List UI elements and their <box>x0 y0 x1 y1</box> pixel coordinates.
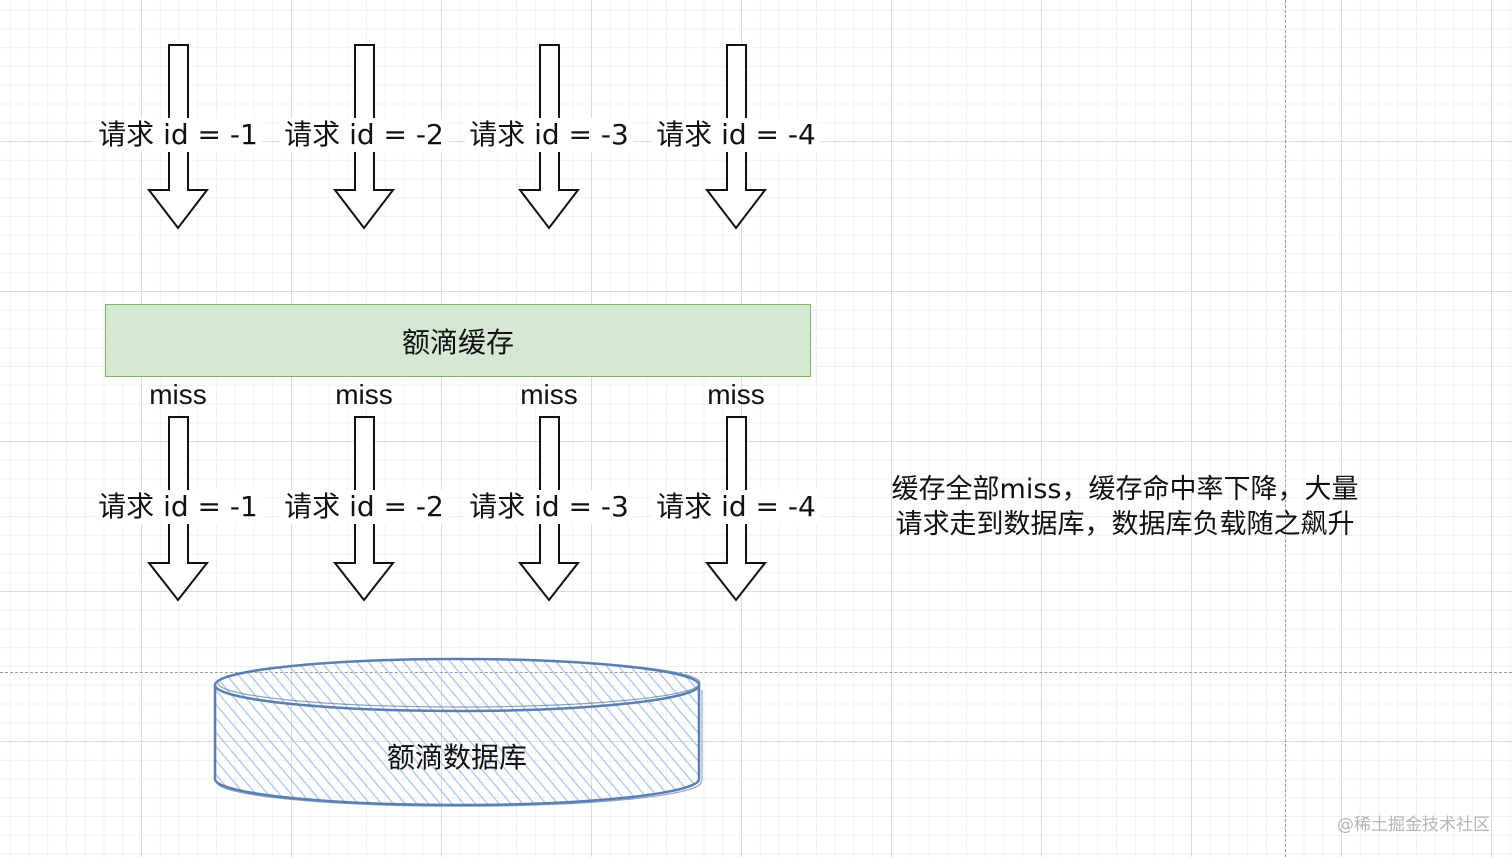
database-label: 额滴数据库 <box>386 741 528 774</box>
horizontal-guide-line <box>0 672 1512 673</box>
vertical-guide-line <box>1285 0 1286 857</box>
miss-label-3: miss <box>520 379 578 410</box>
cache-label: 额滴缓存 <box>401 325 514 359</box>
request-label-top-1: 请求 id = -1 <box>94 118 262 152</box>
request-label-bottom-3: 请求 id = -3 <box>465 490 633 524</box>
annotation-note: 缓存全部miss，缓存命中率下降，大量请求走到数据库，数据库负载随之飙升 <box>891 474 1359 540</box>
miss-label-1: miss <box>149 379 207 410</box>
cache-node: 额滴缓存 <box>105 304 811 377</box>
miss-label-4: miss <box>707 379 765 410</box>
request-label-bottom-1: 请求 id = -1 <box>94 490 262 524</box>
request-label-bottom-2: 请求 id = -2 <box>280 490 448 524</box>
request-label-top-3: 请求 id = -3 <box>465 118 633 152</box>
request-label-bottom-4: 请求 id = -4 <box>652 490 820 524</box>
database-cylinder <box>213 657 703 807</box>
watermark: @稀土掘金技术社区 <box>1337 815 1490 835</box>
request-label-top-2: 请求 id = -2 <box>280 118 448 152</box>
miss-label-2: miss <box>335 379 393 410</box>
request-label-top-4: 请求 id = -4 <box>652 118 820 152</box>
